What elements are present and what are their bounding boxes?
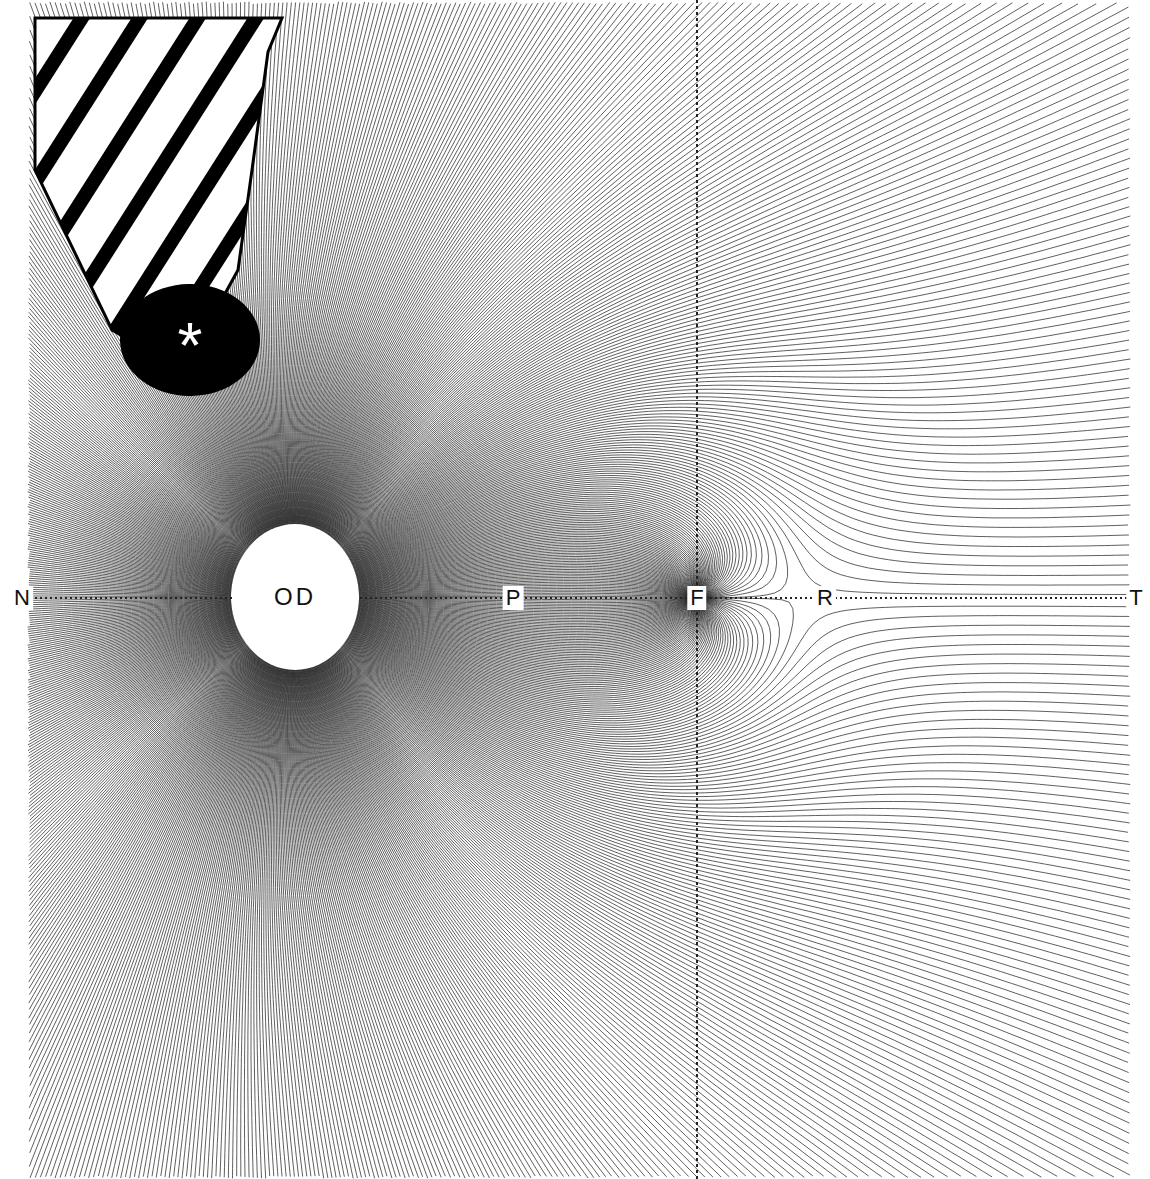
hatch-bar [638,0,918,420]
fiber-paths [28,2,1131,1179]
node-shape [232,524,358,670]
hatch-bar [0,0,280,420]
axis-letter: P [503,586,524,610]
hatch-bar [464,0,744,420]
lesion-hatch [0,0,918,420]
hatch-bar [522,0,802,420]
hatch-bar [348,0,628,420]
hatch-bar [580,0,860,420]
hatch-lines [0,0,918,420]
node-label: * [178,314,203,378]
hatch-bar [290,0,570,420]
axis-letter: N [11,586,33,610]
hatch-bar [406,0,686,420]
axis-letter: R [814,586,836,610]
nerve-fibers [28,2,1131,1179]
hatch-bar [58,0,338,420]
node-shape [120,284,260,396]
optic-disc: OD [232,524,358,670]
axis-letter: F [687,586,706,610]
node-label: OD [274,585,316,609]
hatch-bar [0,0,106,420]
lesion-spot: * [120,284,260,396]
hatch-bar [232,0,512,420]
hatch-bar [0,0,48,420]
horizontal-meridian [30,597,1128,599]
axis-letter: T [1126,586,1145,610]
